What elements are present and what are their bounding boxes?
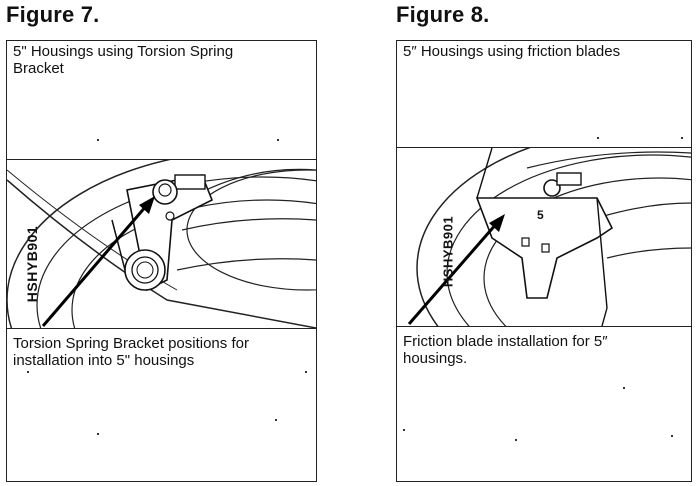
torsion-spring-illustration: [7, 160, 316, 328]
scan-speck: [277, 139, 279, 141]
scan-speck: [97, 139, 99, 141]
figure-8-bottom-caption-line2: housings.: [403, 350, 468, 367]
figure-7-bottom-caption: Torsion Spring Bracket positions for ins…: [13, 335, 249, 369]
figure-8-bottom-caption: Friction blade installation for 5″ housi…: [403, 333, 608, 367]
figure-8-title: Figure 8.: [396, 2, 490, 27]
figure-8-photo: 5 HSHYB901: [397, 147, 691, 327]
scan-speck: [671, 435, 673, 437]
figure-8-top-caption: 5″ Housings using friction blades: [403, 43, 621, 60]
scan-speck: [515, 439, 517, 441]
scan-speck: [275, 419, 277, 421]
figure-8-blade-number: 5: [537, 208, 544, 222]
scan-speck: [623, 387, 625, 389]
scan-speck: [681, 137, 683, 139]
figure-8-bottom-caption-line1: Friction blade installation for 5″: [403, 333, 608, 350]
figure-7-panel: 5" Housings using Torsion Spring Bracket: [6, 40, 317, 482]
figure-7-photo: HSHYB901: [7, 159, 316, 329]
scan-speck: [597, 137, 599, 139]
friction-blade-illustration: [407, 148, 691, 326]
scan-speck: [305, 371, 307, 373]
figure-8-panel: 5″ Housings using friction blades 5 HS: [396, 40, 692, 482]
scan-speck: [403, 429, 405, 431]
figure-7-top-caption: 5" Housings using Torsion Spring Bracket: [13, 43, 233, 77]
figure-8-housing-label: HSHYB901: [440, 215, 456, 288]
figure-7-top-caption-line1: 5" Housings using Torsion Spring: [13, 43, 234, 60]
figure-7-bottom-caption-line2: installation into 5" housings: [13, 352, 195, 369]
figure-7-housing-label: HSHYB901: [24, 225, 40, 303]
figure-7-top-caption-line2: Bracket: [13, 60, 64, 77]
scan-speck: [97, 433, 99, 435]
figure-7-bottom-caption-line1: Torsion Spring Bracket positions for: [13, 335, 249, 352]
figure-7-title: Figure 7.: [6, 2, 100, 27]
scan-speck: [27, 371, 29, 373]
